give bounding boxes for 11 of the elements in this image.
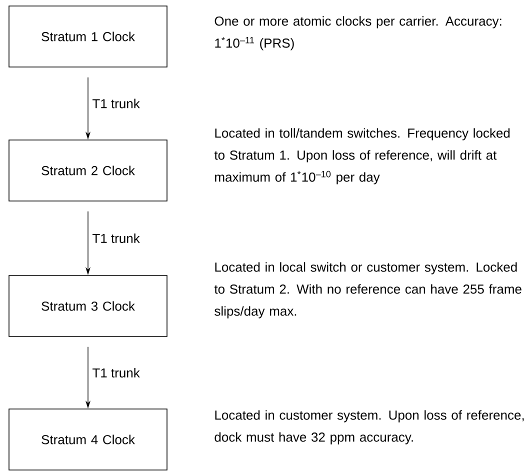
clock-box: Stratum 4 Clock xyxy=(8,408,168,470)
edge-label: T1 trunk xyxy=(92,368,140,378)
description-text: Located in customer system. Upon loss of reference, dock must have 32 ppm accuracy. xyxy=(214,410,524,444)
description-text: Located in local switch or customer system. Locked to Stratum 2. With no reference can have 255 frame slips/day max. xyxy=(214,262,522,318)
edge-label: T1 trunk xyxy=(92,233,140,244)
description-text: One or more atomic clocks per carrier. Accuracy: 1$^{*}$10$^{–11}$ (PRS) xyxy=(214,16,502,50)
clock-box: Stratum 3 Clock xyxy=(8,275,168,337)
clock-box: Stratum 1 Clock xyxy=(8,6,168,68)
edge-label: T1 trunk xyxy=(92,98,140,108)
clock-box: Stratum 2 Clock xyxy=(8,140,168,202)
description-text: Located in toll/tandem switches. Frequency locked to Stratum 1. Upon loss of reference, will drift at maximum of 1$^{*}$10$^{–10}$ per day xyxy=(214,128,510,184)
